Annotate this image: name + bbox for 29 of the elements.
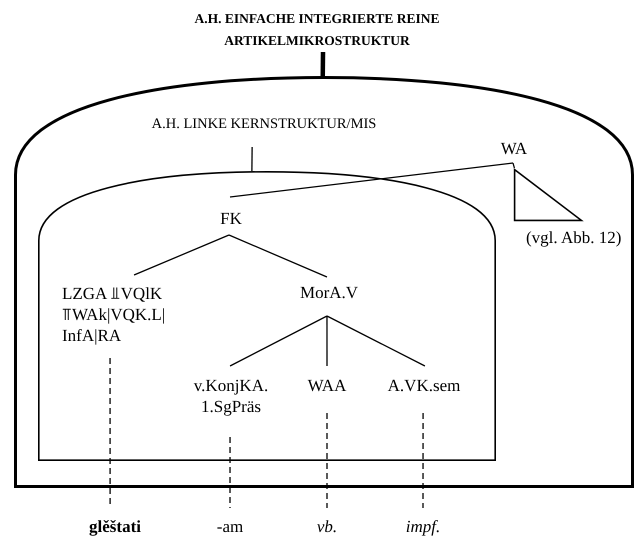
tree-line — [320, 52, 326, 76]
tree-line — [326, 316, 328, 366]
node-label: LZGA ⫫VQlK ⫪WAk|VQK.L| InfA|RA — [62, 283, 166, 346]
dashed-line — [422, 413, 424, 508]
node-label: v.KonjKA. 1.SgPräs — [192, 375, 270, 417]
node-label: vb. — [316, 516, 338, 537]
tree-line — [228, 234, 328, 278]
node-label: WA — [500, 138, 528, 159]
node-label: WAA — [306, 375, 348, 396]
dome-outline — [38, 171, 496, 461]
diagram-heading: A.H. EINFACHE INTEGRIERTE REINE ARTIKELMIKROSTRUKTUR — [194, 10, 440, 50]
node-label: A.H. LINKE KERNSTRUKTUR/MIS — [150, 115, 378, 134]
node-label: impf. — [404, 516, 442, 537]
tree-line — [251, 147, 253, 171]
node-label: MorA.V — [298, 282, 360, 303]
tree-line — [230, 162, 514, 198]
dashed-line — [326, 413, 328, 508]
triangle-outline — [513, 168, 583, 222]
tree-line — [326, 315, 426, 367]
dome-outline — [14, 76, 634, 488]
tree-line — [512, 162, 516, 168]
tree-line — [134, 234, 230, 276]
side-note: (vgl. Abb. 12) — [526, 227, 622, 248]
node-label: FK — [219, 208, 243, 229]
tree-line — [230, 315, 328, 367]
node-label: A.VK.sem — [386, 375, 462, 396]
node-label: glěštati — [88, 516, 142, 537]
node-label: -am — [216, 516, 244, 537]
dashed-line — [229, 437, 231, 508]
